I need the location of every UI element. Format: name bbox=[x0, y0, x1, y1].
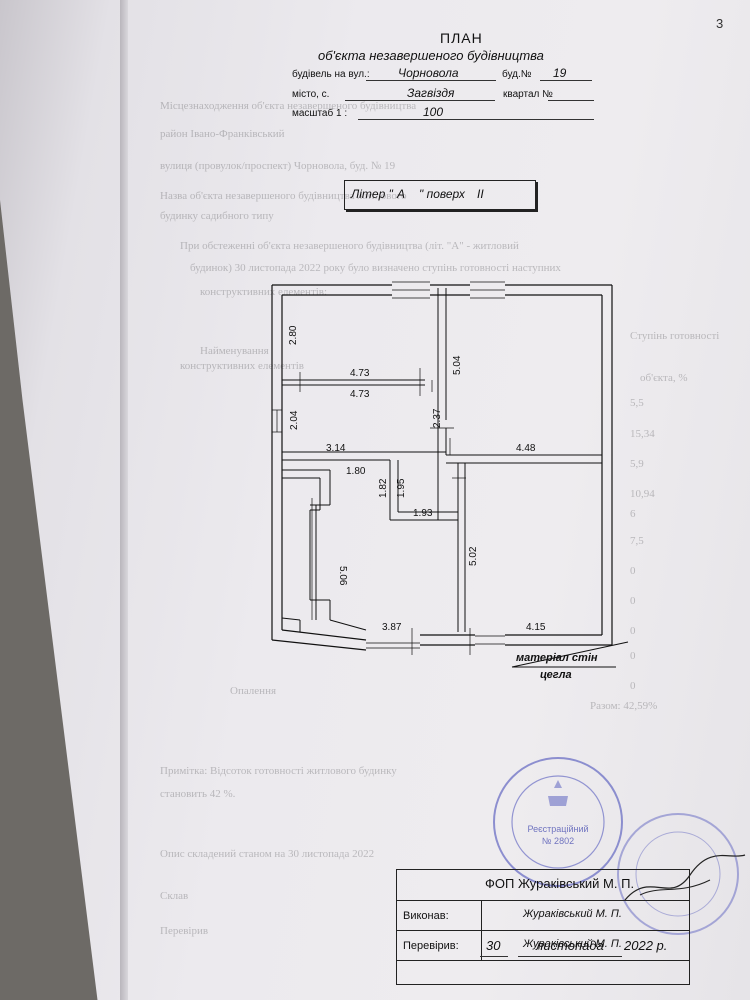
dimension-label: 4.73 bbox=[350, 368, 370, 379]
liter-floor-box: Літер " А " поверх II bbox=[344, 180, 536, 210]
wall-material-value: цегла bbox=[540, 669, 572, 681]
title-block-column bbox=[481, 900, 482, 960]
scale-value: 100 bbox=[423, 105, 444, 119]
interior-wall bbox=[281, 288, 602, 632]
window-marks bbox=[271, 281, 505, 649]
plan-subtitle: об'єкта незавершеного будівництва bbox=[318, 48, 544, 63]
date-month-underline bbox=[518, 956, 622, 957]
building-value: 19 bbox=[553, 66, 567, 80]
trident-icon bbox=[548, 780, 568, 806]
scale-label: масштаб 1 : bbox=[292, 108, 348, 119]
liter-value: А bbox=[397, 187, 406, 201]
street-underline bbox=[366, 80, 496, 81]
company-name: ФОП Жураківський М. П. bbox=[485, 876, 635, 891]
title-block-divider bbox=[397, 900, 689, 901]
executed-label: Виконав: bbox=[403, 910, 449, 922]
street-value: Чорновола bbox=[398, 66, 459, 80]
second-stamp bbox=[617, 813, 739, 935]
dimension-label: 4.15 bbox=[526, 622, 546, 633]
scale-underline bbox=[358, 119, 594, 120]
plan-title: ПЛАН bbox=[440, 30, 483, 46]
dimension-label: 2.80 bbox=[288, 325, 299, 345]
stamp-number-text: № 2802 bbox=[542, 836, 574, 846]
round-stamp: Реєстраційний № 2802 bbox=[493, 757, 623, 887]
dimension-label: 5.02 bbox=[468, 546, 479, 566]
date-month: листопада bbox=[536, 938, 604, 953]
quarter-underline bbox=[548, 100, 594, 101]
dimension-label: 3.87 bbox=[382, 622, 402, 633]
executed-value: Жураківський М. П. bbox=[523, 908, 622, 920]
street-label: будівель на вул.: bbox=[292, 69, 370, 80]
dimension-label: 4.73 bbox=[350, 389, 370, 400]
dimension-label: 1.80 bbox=[346, 466, 366, 477]
title-block-divider bbox=[397, 960, 689, 961]
outer-wall bbox=[271, 284, 613, 651]
dimension-label: 2.37 bbox=[432, 408, 443, 428]
town-underline bbox=[345, 100, 495, 101]
checked-label: Перевірив: bbox=[403, 940, 459, 952]
floor-value: II bbox=[477, 187, 484, 201]
wall-material-label: матеріал стін bbox=[516, 652, 598, 664]
dimension-label: 5.06 bbox=[337, 566, 348, 586]
liter-label: Літер " bbox=[351, 187, 393, 201]
town-label: місто, с. bbox=[292, 89, 330, 100]
dimension-label: 1.93 bbox=[413, 508, 433, 519]
building-underline bbox=[540, 80, 592, 81]
page-fold bbox=[120, 0, 128, 1000]
stamp-registry-text: Реєстраційний bbox=[527, 824, 588, 834]
dimension-label: 1.95 bbox=[396, 478, 407, 498]
date-year: 2022 р. bbox=[624, 938, 668, 953]
dimension-label: 4.48 bbox=[516, 443, 536, 454]
dimension-label: 1.82 bbox=[378, 478, 389, 498]
quarter-label: квартал № bbox=[503, 89, 553, 100]
checked-value: Жураківський М. П. bbox=[523, 938, 622, 950]
dimension-label: 2.04 bbox=[289, 410, 300, 430]
floor-label: " поверх bbox=[419, 187, 465, 201]
building-label: буд.№ bbox=[502, 69, 532, 80]
dimension-label: 5.04 bbox=[452, 355, 463, 375]
dimension-ticks bbox=[299, 368, 471, 655]
title-block-divider bbox=[397, 930, 689, 931]
dimension-label: 3.14 bbox=[326, 443, 346, 454]
date-day-underline bbox=[480, 956, 508, 957]
material-leader-line bbox=[511, 641, 629, 668]
page-number: 3 bbox=[716, 16, 724, 31]
date-day: 30 bbox=[486, 938, 501, 953]
town-value: Загвіздя bbox=[407, 86, 455, 100]
title-block: ФОП Жураківський М. П. Виконав: Жураківс… bbox=[396, 869, 690, 985]
